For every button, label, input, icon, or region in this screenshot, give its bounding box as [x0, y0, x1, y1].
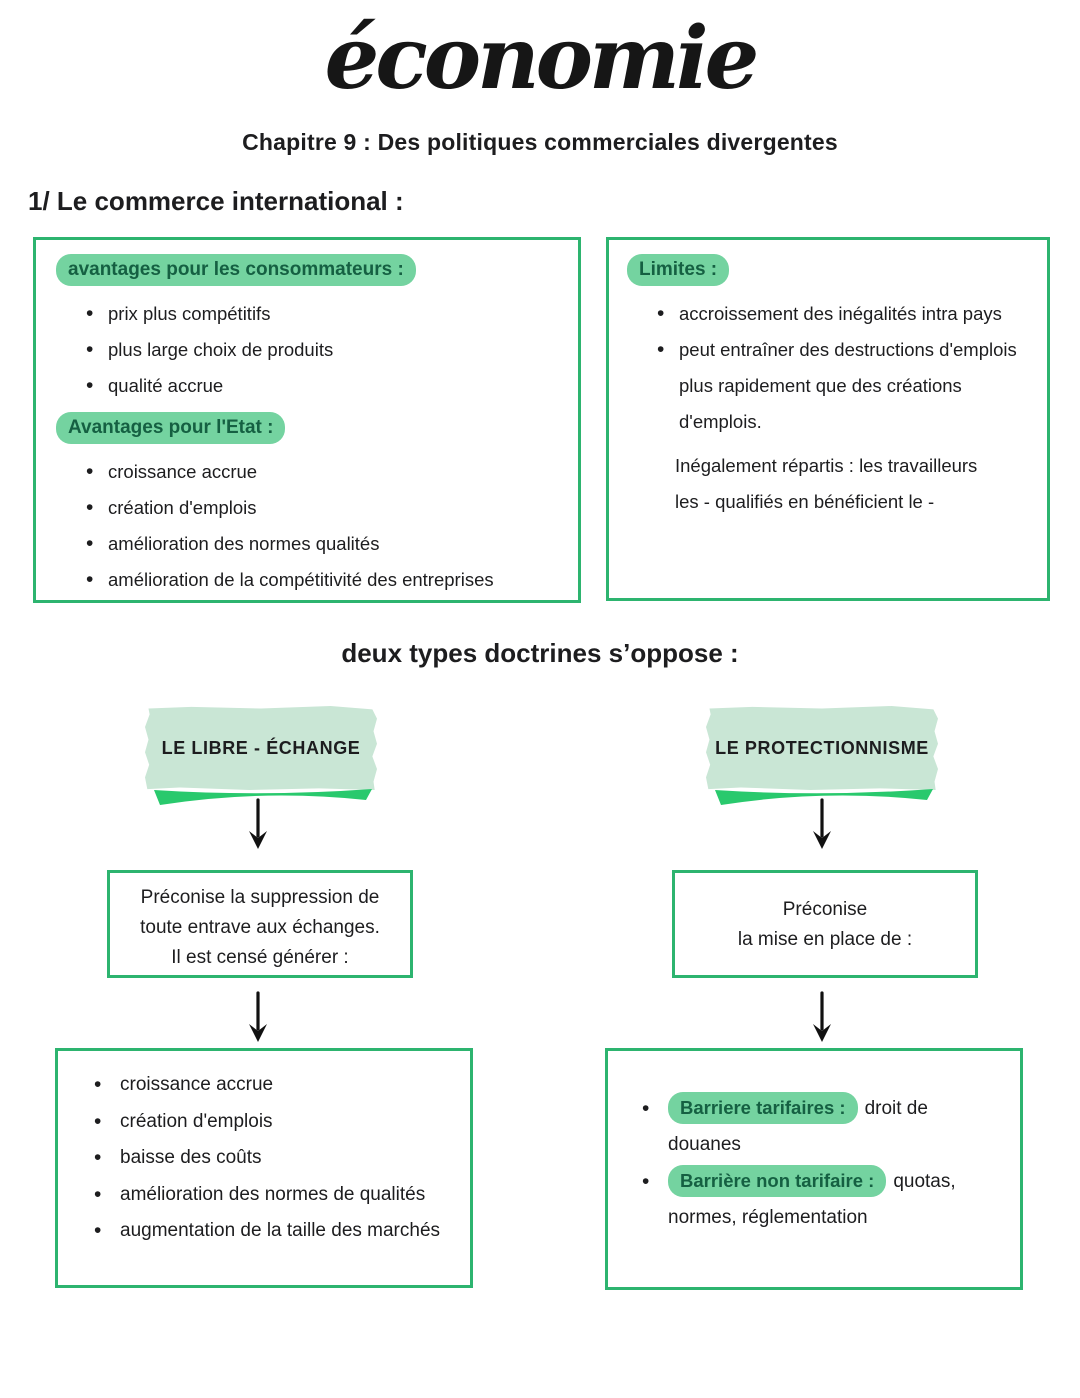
down-arrow-icon — [813, 798, 831, 849]
list-item: peut entraîner des destructions d'emploi… — [657, 332, 1029, 440]
limits-highlight-label: Limites : — [627, 254, 730, 286]
free-trade-banner-label: LE LIBRE - ÉCHANGE — [161, 737, 361, 758]
list-item-text: création d'emplois — [120, 1110, 273, 1132]
barrier-definition: droit de douanes — [668, 1098, 928, 1155]
list-item: augmentation de la taille des marchés — [94, 1213, 454, 1250]
list-item-text: amélioration de la compétitivité des ent… — [108, 569, 494, 590]
page-title: économie — [324, 8, 760, 109]
list-item-text: prix plus compétitifs — [108, 303, 271, 324]
free-trade-effects-list: croissance accrue création d'emplois baiss… — [74, 1067, 454, 1250]
note-line: Inégalement répartis : les travailleurs — [675, 455, 978, 476]
list-item: plus large choix de produits — [86, 332, 558, 368]
down-arrow-icon — [249, 798, 267, 849]
barrier-term-highlight: Barriere tarifaires : — [668, 1092, 858, 1124]
limits-list: accroissement des inégalités intra pays p… — [627, 296, 1029, 440]
state-list: croissance accrue création d'emplois améli… — [56, 454, 558, 598]
barrier-term-highlight: Barrière non tarifaire : — [668, 1165, 887, 1197]
list-item-text: amélioration des normes de qualités — [120, 1183, 426, 1205]
premise-line: toute entrave aux échanges. — [140, 917, 380, 938]
consumers-list: prix plus compétitifs plus large choix de… — [56, 296, 558, 404]
list-item-text: peut entraîner des destructions d'emploi… — [679, 339, 1017, 432]
list-item: croissance accrue — [94, 1067, 454, 1104]
premise-line: Préconise la suppression de — [140, 887, 380, 908]
barriers-list: Barriere tarifaires :droit de douanes Ba… — [622, 1091, 1006, 1236]
state-highlight-label: Avantages pour l'Etat : — [56, 412, 286, 444]
premise-line: la mise en place de : — [737, 929, 913, 950]
free-trade-premise-box: Préconise la suppression de toute entrave… — [107, 870, 413, 978]
list-item: création d'emplois — [86, 490, 558, 526]
consumers-highlight-label: avantages pour les consommateurs : — [56, 254, 416, 286]
list-item: amélioration des normes qualités — [86, 526, 558, 562]
list-item-text: baisse des coûts — [120, 1147, 262, 1168]
list-item-text: création d'emplois — [108, 497, 257, 518]
list-item: croissance accrue — [86, 454, 558, 490]
tape-underline-swoosh — [154, 789, 372, 805]
list-item: qualité accrue — [86, 368, 558, 404]
limits-note: Inégalement répartis : les travailleurs l… — [675, 448, 1029, 520]
list-item-text: croissance accrue — [120, 1074, 274, 1095]
down-arrow-icon — [249, 991, 267, 1042]
list-item: baisse des coûts — [94, 1140, 454, 1177]
chapter-subtitle: Chapitre 9 : Des politiques commerciales… — [242, 129, 838, 155]
list-item: création d'emplois — [94, 1104, 454, 1141]
free-trade-effects-box: croissance accrue création d'emplois baiss… — [55, 1048, 473, 1288]
section-heading-doctrines: deux types doctrines s’oppose : — [341, 638, 739, 668]
free-trade-banner: LE LIBRE - ÉCHANGE — [145, 706, 377, 790]
premise-line: Préconise — [782, 899, 868, 920]
list-item-text: qualité accrue — [108, 375, 224, 396]
list-item: prix plus compétitifs — [86, 296, 558, 332]
protectionism-banner: LE PROTECTIONNISME — [706, 706, 938, 790]
list-item-text: amélioration des normes qualités — [108, 533, 380, 554]
list-item: amélioration de la compétitivité des ent… — [86, 562, 558, 598]
advantages-box: avantages pour les consommateurs : prix … — [33, 237, 581, 603]
protectionism-barriers-box: Barriere tarifaires :droit de douanes Ba… — [605, 1048, 1023, 1290]
list-item: Barriere tarifaires :droit de douanes — [642, 1091, 1006, 1163]
section-heading-commerce: 1/ Le commerce international : — [28, 186, 404, 216]
list-item-text: plus large choix de produits — [108, 339, 334, 360]
limits-box: Limites : accroissement des inégalités i… — [606, 237, 1050, 601]
note-line: les - qualifiés en bénéficient le - — [675, 491, 935, 512]
barrier-definition: quotas, normes, réglementation — [668, 1171, 956, 1228]
list-item-text: augmentation de la taille des marchés — [120, 1220, 441, 1241]
list-item: Barrière non tarifaire :quotas, normes, … — [642, 1164, 1006, 1236]
list-item: amélioration des normes de qualités — [94, 1177, 454, 1214]
list-item-text: accroissement des inégalités intra pays — [679, 303, 1002, 324]
protectionism-banner-label: LE PROTECTIONNISME — [715, 737, 929, 758]
premise-line: Il est censé générer : — [171, 947, 349, 968]
list-item: accroissement des inégalités intra pays — [657, 296, 1029, 332]
protectionism-premise-box: Préconise la mise en place de : — [672, 870, 978, 978]
list-item-text: croissance accrue — [108, 461, 258, 482]
down-arrow-icon — [813, 991, 831, 1042]
tape-underline-swoosh — [715, 789, 933, 805]
